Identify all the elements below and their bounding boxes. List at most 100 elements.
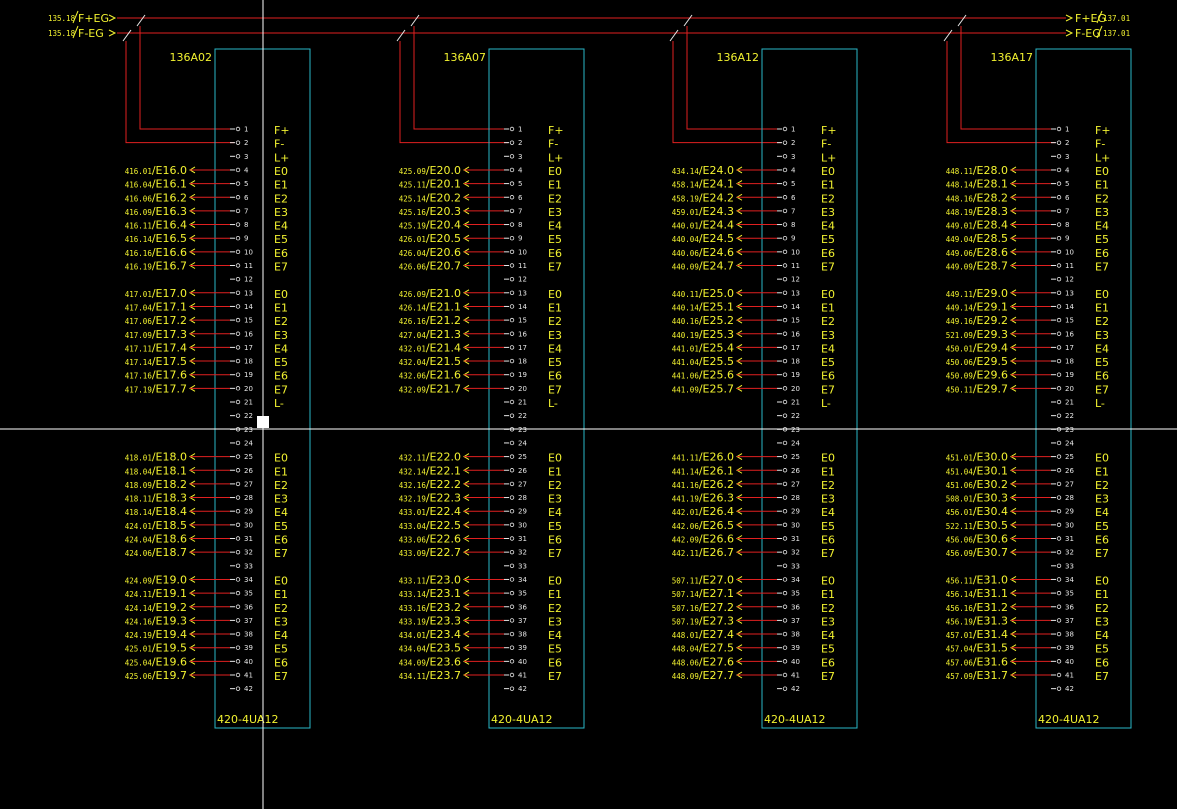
pin-terminal[interactable] <box>235 440 241 446</box>
signal-label[interactable]: 433.09/E22.7 <box>399 546 461 559</box>
pin-terminal[interactable] <box>509 481 515 487</box>
pin-terminal[interactable] <box>235 495 241 500</box>
pin-terminal[interactable] <box>1056 276 1062 282</box>
pin-terminal[interactable] <box>782 645 788 650</box>
signal-label[interactable]: 448.14/E28.1 <box>946 178 1008 191</box>
pin-terminal[interactable] <box>1056 618 1062 623</box>
signal-label[interactable]: 458.14/E24.1 <box>672 178 734 191</box>
signal-label[interactable]: 416.04/E16.1 <box>125 178 187 191</box>
pin-terminal[interactable] <box>1056 331 1062 336</box>
signal-label[interactable]: 425.09/E20.0 <box>399 164 461 177</box>
pin-terminal[interactable] <box>1056 195 1062 200</box>
pin-terminal[interactable] <box>1056 235 1062 241</box>
signal-label[interactable]: 450.06/E29.5 <box>946 355 1008 368</box>
signal-label[interactable]: 418.01/E18.0 <box>125 451 187 464</box>
signal-label[interactable]: 448.06/E27.6 <box>672 655 734 668</box>
pin-terminal[interactable] <box>1056 522 1062 528</box>
pin-terminal[interactable] <box>1056 468 1062 473</box>
signal-label[interactable]: 456.16/E31.2 <box>946 601 1008 614</box>
pin-terminal[interactable] <box>1056 481 1062 487</box>
pin-terminal[interactable] <box>509 536 515 541</box>
pin-terminal[interactable] <box>782 631 788 637</box>
pin-terminal[interactable] <box>509 645 515 650</box>
pin-terminal[interactable] <box>1056 208 1062 214</box>
signal-label[interactable]: 521.09/E29.3 <box>946 328 1008 341</box>
signal-label[interactable]: 425.16/E20.3 <box>399 205 461 218</box>
signal-label[interactable]: 448.11/E28.0 <box>946 164 1008 177</box>
pin-terminal[interactable] <box>509 317 515 323</box>
signal-label[interactable]: 424.04/E18.6 <box>125 533 187 546</box>
pin-terminal[interactable] <box>509 358 515 364</box>
signal-label[interactable]: 416.14/E16.5 <box>125 232 187 245</box>
pin-terminal[interactable] <box>235 468 241 473</box>
signal-label[interactable]: 440.11/E25.0 <box>672 287 734 300</box>
pin-terminal[interactable] <box>235 386 241 391</box>
pin-terminal[interactable] <box>1056 440 1062 446</box>
signal-label[interactable]: 417.09/E17.3 <box>125 328 187 341</box>
pin-terminal[interactable] <box>1056 345 1062 350</box>
pin-terminal[interactable] <box>782 659 788 664</box>
pin-terminal[interactable] <box>782 577 788 582</box>
pin-terminal[interactable] <box>782 509 788 514</box>
signal-label[interactable]: 450.09/E29.6 <box>946 369 1008 382</box>
signal-label[interactable]: 426.09/E21.0 <box>399 287 461 300</box>
pin-terminal[interactable] <box>509 604 515 609</box>
pin-terminal[interactable] <box>235 126 241 132</box>
pin-terminal[interactable] <box>1056 304 1062 309</box>
signal-label[interactable]: 416.19/E16.7 <box>125 260 187 273</box>
signal-label[interactable]: 441.14/E26.1 <box>672 464 734 477</box>
pin-terminal[interactable] <box>235 618 241 623</box>
signal-label[interactable]: 441.11/E26.0 <box>672 451 734 464</box>
pin-terminal[interactable] <box>1056 549 1062 555</box>
pin-terminal[interactable] <box>235 686 241 691</box>
signal-label[interactable]: 417.14/E17.5 <box>125 355 187 368</box>
signal-label[interactable]: 433.16/E23.2 <box>399 601 461 614</box>
pin-terminal[interactable] <box>782 536 788 541</box>
signal-label[interactable]: 508.01/E30.3 <box>946 492 1008 505</box>
pin-terminal[interactable] <box>235 249 241 255</box>
signal-label[interactable]: 426.14/E21.1 <box>399 300 461 313</box>
pin-terminal[interactable] <box>1056 140 1062 145</box>
pin-terminal[interactable] <box>509 590 515 596</box>
signal-label[interactable]: 424.11/E19.1 <box>125 587 187 600</box>
signal-label[interactable]: 507.19/E27.3 <box>672 614 734 627</box>
pin-terminal[interactable] <box>1056 249 1062 255</box>
pin-terminal[interactable] <box>1056 563 1062 568</box>
signal-label[interactable]: 426.01/E20.5 <box>399 232 461 245</box>
pin-terminal[interactable] <box>235 536 241 541</box>
pin-terminal[interactable] <box>509 468 515 473</box>
pin-terminal[interactable] <box>1056 495 1062 500</box>
signal-label[interactable]: 457.01/E31.4 <box>946 628 1008 641</box>
signal-label[interactable]: 449.11/E29.0 <box>946 287 1008 300</box>
pin-terminal[interactable] <box>235 208 241 214</box>
pin-terminal[interactable] <box>235 659 241 664</box>
pin-terminal[interactable] <box>235 235 241 241</box>
signal-label[interactable]: 451.01/E30.0 <box>946 451 1008 464</box>
signal-label[interactable]: 456.14/E31.1 <box>946 587 1008 600</box>
signal-label[interactable]: 457.06/E31.6 <box>946 655 1008 668</box>
pin-terminal[interactable] <box>235 195 241 200</box>
signal-label[interactable]: 417.16/E17.6 <box>125 369 187 382</box>
signal-label[interactable]: 434.11/E23.7 <box>399 669 461 682</box>
pin-terminal[interactable] <box>235 509 241 514</box>
pin-terminal[interactable] <box>235 522 241 528</box>
signal-label[interactable]: 426.06/E20.7 <box>399 260 461 273</box>
signal-label[interactable]: 440.14/E25.1 <box>672 300 734 313</box>
signal-label[interactable]: 456.11/E31.0 <box>946 573 1008 586</box>
pin-terminal[interactable] <box>235 399 241 405</box>
pin-terminal[interactable] <box>1056 413 1062 418</box>
signal-label[interactable]: 451.06/E30.2 <box>946 478 1008 491</box>
pin-terminal[interactable] <box>1056 290 1062 295</box>
pin-terminal[interactable] <box>235 290 241 295</box>
signal-label[interactable]: 425.06/E19.7 <box>125 669 187 682</box>
signal-label[interactable]: 417.11/E17.4 <box>125 341 187 354</box>
signal-label[interactable]: 418.04/E18.1 <box>125 464 187 477</box>
signal-label[interactable]: 449.16/E29.2 <box>946 314 1008 327</box>
pin-terminal[interactable] <box>509 454 515 459</box>
signal-label[interactable]: 424.01/E18.5 <box>125 519 187 532</box>
signal-label[interactable]: 433.11/E23.0 <box>399 573 461 586</box>
pin-terminal[interactable] <box>782 126 788 132</box>
signal-label[interactable]: 440.09/E24.7 <box>672 260 734 273</box>
pin-terminal[interactable] <box>509 345 515 350</box>
